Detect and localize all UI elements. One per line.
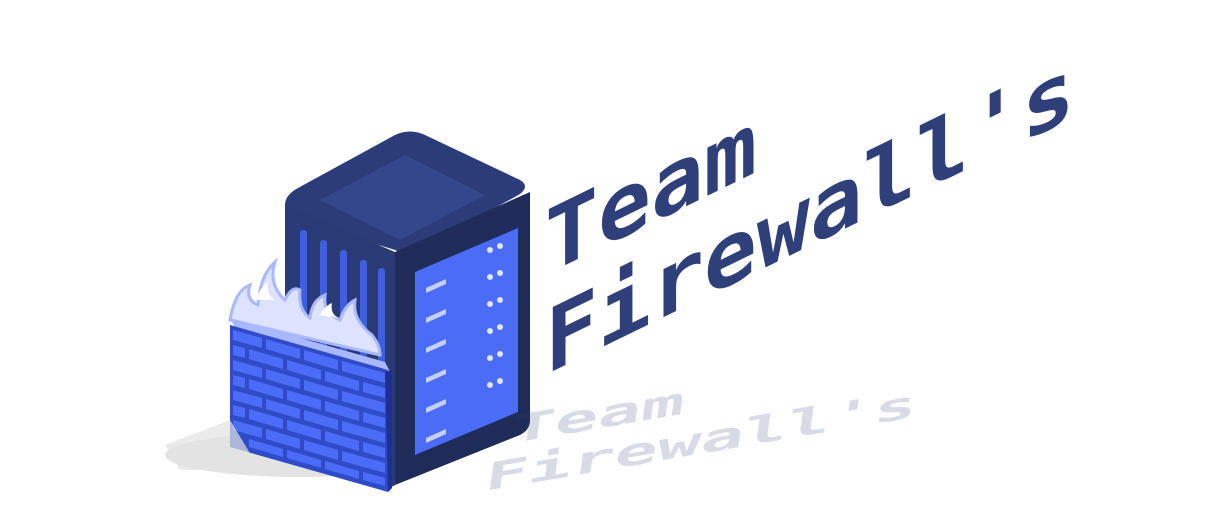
server-top-inset <box>320 155 485 240</box>
server-slots <box>426 279 446 443</box>
logo-text-group: Team Firewall's <box>545 35 1075 395</box>
server-leds <box>487 243 503 388</box>
flame-icon <box>228 257 382 357</box>
firewall-brick-icon <box>230 318 392 492</box>
reflection-shadow <box>165 420 260 470</box>
